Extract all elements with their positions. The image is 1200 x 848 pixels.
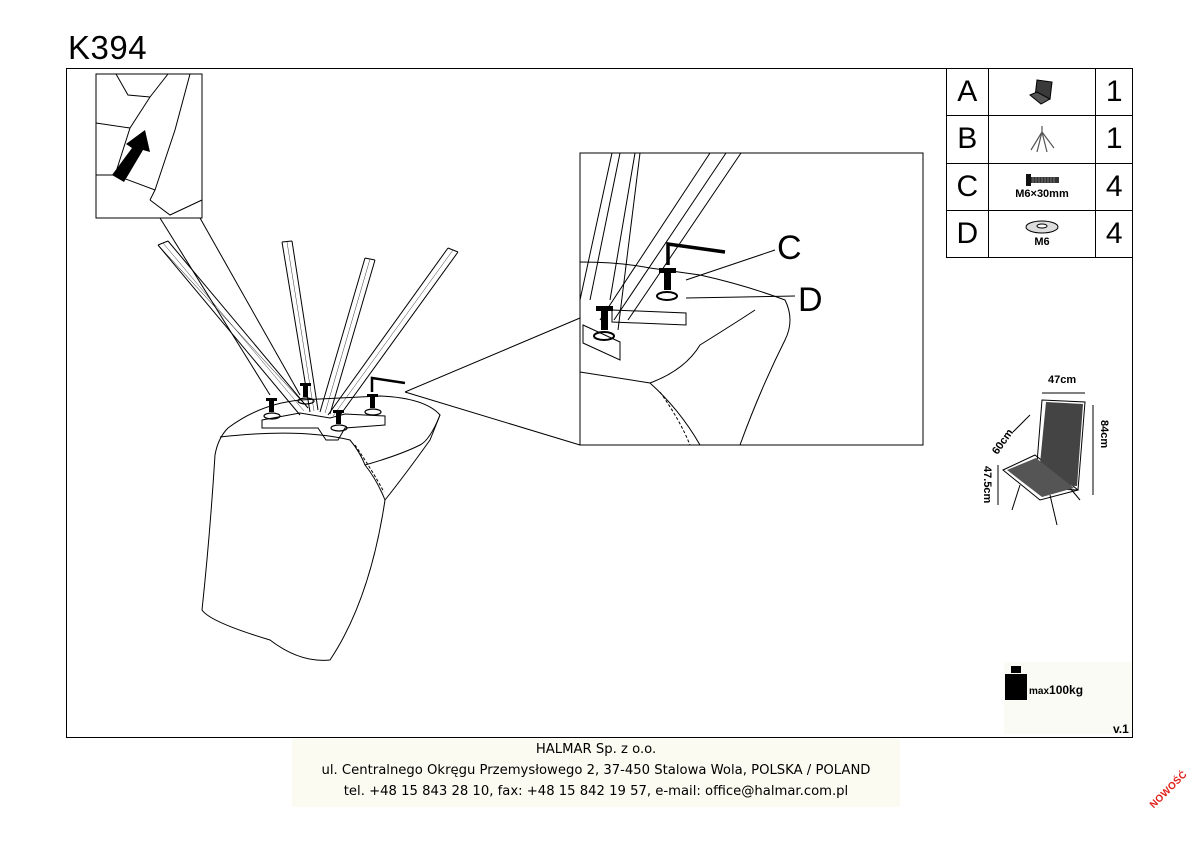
chair-seat-icon bbox=[1029, 79, 1053, 105]
washer-icon bbox=[1025, 220, 1059, 234]
part-letter: D bbox=[946, 209, 989, 259]
part-size: M6 bbox=[1034, 236, 1050, 249]
company-footer: HALMAR Sp. z o.o. ul. Centralnego Okręgu… bbox=[292, 739, 900, 807]
part-letter: A bbox=[946, 67, 989, 117]
part-qty: 1 bbox=[1095, 67, 1133, 117]
parts-row-c: C M6×30mm 4 bbox=[946, 162, 1133, 211]
enlarged-view bbox=[579, 152, 791, 446]
bolt-icon bbox=[1025, 174, 1059, 187]
max-load-prefix: max bbox=[1029, 686, 1050, 697]
instruction-frame bbox=[66, 68, 1133, 738]
chair-seat-outline bbox=[201, 395, 441, 661]
callout-c: C bbox=[777, 229, 802, 267]
inset-detail bbox=[95, 73, 203, 219]
company-name: HALMAR Sp. z o.o. bbox=[535, 742, 657, 757]
chair-dimensions-drawing bbox=[997, 392, 1094, 526]
dimension-seat-height: 47.5cm bbox=[981, 466, 993, 504]
callout-d: D bbox=[798, 281, 823, 319]
document-title: K394 bbox=[68, 29, 148, 66]
chair-legs-icon bbox=[1030, 126, 1055, 153]
max-load: max100kg bbox=[1029, 683, 1083, 697]
dimension-height: 84cm bbox=[1098, 420, 1110, 449]
parts-row-b: B 1 bbox=[946, 115, 1133, 164]
parts-row-a: A 1 bbox=[946, 67, 1133, 117]
version-label: v.1 bbox=[1113, 722, 1129, 736]
parts-row-d: D M6 4 bbox=[946, 209, 1133, 259]
weight-icon bbox=[1005, 666, 1027, 700]
company-contact: tel. +48 15 843 28 10, fax: +48 15 842 1… bbox=[343, 784, 849, 799]
part-size: M6×30mm bbox=[1015, 188, 1069, 201]
max-load-value: 100kg bbox=[1049, 683, 1084, 697]
part-qty: 1 bbox=[1095, 115, 1133, 164]
part-qty: 4 bbox=[1095, 209, 1133, 259]
part-letter: C bbox=[946, 162, 989, 211]
company-address: ul. Centralnego Okręgu Przemysłowego 2, … bbox=[321, 763, 871, 778]
parts-table: A 1 B 1 C M6×30mm bbox=[946, 67, 1133, 259]
part-letter: B bbox=[946, 115, 989, 164]
dimension-width: 47cm bbox=[1048, 374, 1077, 386]
part-qty: 4 bbox=[1095, 162, 1133, 211]
